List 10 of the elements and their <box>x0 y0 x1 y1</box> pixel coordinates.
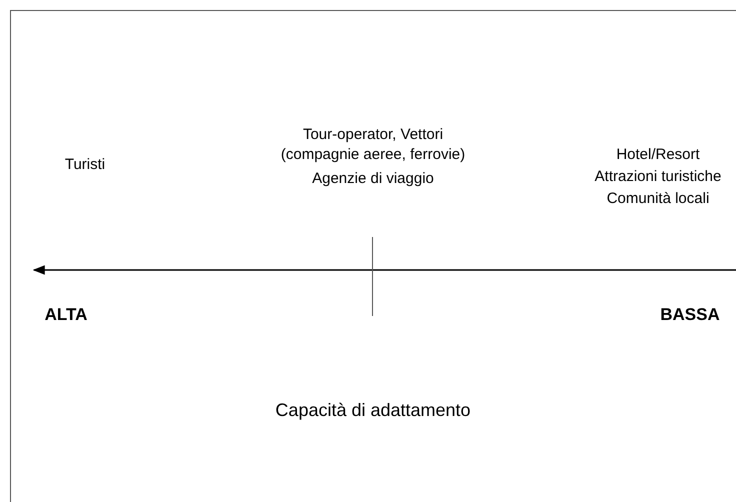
scale-end-label: BASSA <box>660 306 720 324</box>
category-label: Turisti <box>64 156 106 174</box>
category-label: Hotel/Resort <box>616 146 700 164</box>
category-label: Tour-operator, Vettori <box>302 126 444 144</box>
category-label: (compagnie aeree, ferrovie) <box>280 146 466 164</box>
scale-end-label: ALTA <box>44 306 88 324</box>
category-label: Comunità locali <box>606 190 710 208</box>
category-label: Attrazioni turistiche <box>594 168 722 186</box>
axis-title: Capacità di adattamento <box>275 401 471 419</box>
category-label: Agenzie di viaggio <box>312 170 434 188</box>
